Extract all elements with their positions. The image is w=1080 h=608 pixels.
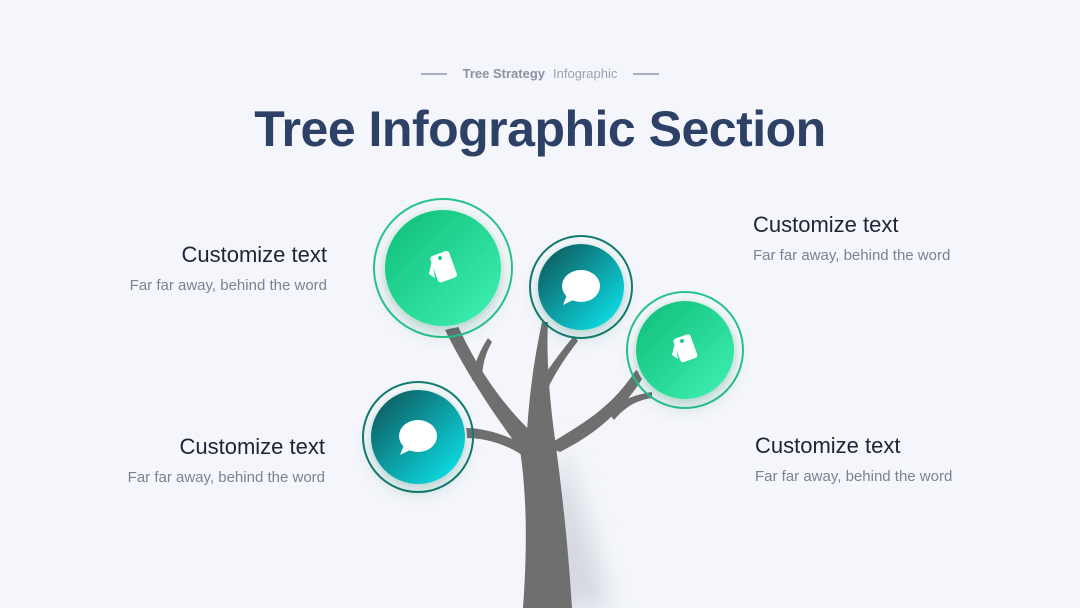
tree-node-4: [362, 381, 474, 493]
text-block-bottom-left: Customize text Far far away, behind the …: [65, 434, 325, 486]
eyebrow-strong: Tree Strategy: [462, 66, 546, 81]
tree-node-1: [373, 198, 513, 338]
tree-trunk: [445, 322, 652, 608]
text-block-heading: Customize text: [181, 242, 328, 267]
text-block-body: Far far away, behind the word: [753, 247, 951, 264]
chat-bubble-icon: [399, 420, 437, 455]
text-block-body: Far far away, behind the word: [129, 277, 327, 294]
eyebrow: Tree Strategy Infographic: [0, 66, 1080, 81]
text-block-bottom-right: Customize text Far far away, behind the …: [755, 433, 1015, 485]
text-block-top-left: Customize text Far far away, behind the …: [67, 242, 327, 294]
text-block-heading: Customize text: [179, 434, 326, 459]
tag-icon: [672, 334, 698, 363]
eyebrow-left-rule: [420, 72, 447, 75]
text-block-top-right: Customize text Far far away, behind the …: [753, 212, 1013, 264]
eyebrow-rest: Infographic: [553, 66, 618, 81]
text-block-body: Far far away, behind the word: [127, 469, 325, 486]
text-block-heading: Customize text: [753, 212, 899, 237]
tree-node-3: [626, 291, 744, 409]
eyebrow-right-rule: [633, 72, 660, 75]
page-title: Tree Infographic Section: [254, 101, 826, 157]
chat-bubble-icon: [562, 270, 600, 305]
tree-node-2: [529, 235, 633, 339]
text-block-heading: Customize text: [755, 433, 901, 458]
text-block-body: Far far away, behind the word: [755, 468, 953, 485]
tag-icon: [429, 250, 457, 283]
